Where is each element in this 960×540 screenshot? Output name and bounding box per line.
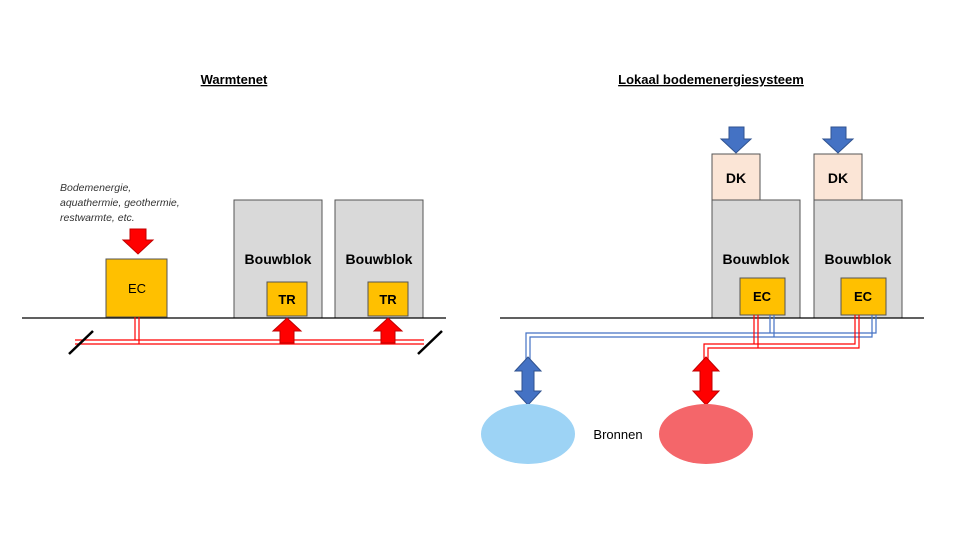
warm-source (659, 404, 753, 464)
building-left-1-label: Bouwblok (245, 251, 312, 267)
warmtenet-title: Warmtenet (201, 72, 268, 87)
ec-box-left (105, 258, 168, 318)
blue-down-arrow-icon (821, 126, 855, 154)
source-note-line-1: Bodemenergie, (60, 182, 131, 194)
building-right-1-label: Bouwblok (723, 251, 790, 267)
tr-box-1-label: TR (278, 292, 296, 307)
warm-pipes (703, 315, 860, 362)
ec-box-right-2-label: EC (854, 289, 873, 304)
pipe-end-right (417, 330, 443, 355)
dk-box-1 (711, 153, 761, 201)
ec-box-right-1-label: EC (753, 289, 772, 304)
red-up-arrow-icon (372, 317, 404, 344)
bodemenergie-title: Lokaal bodemenergiesysteem (618, 72, 804, 87)
dk-box-2-label: DK (828, 170, 848, 186)
pipe-end-left (68, 330, 94, 355)
bodemenergie-panel: Lokaal bodemenergiesysteem DK DK Bouwblo… (481, 72, 924, 464)
ec-box-right-2 (840, 277, 887, 316)
tr-box-1 (266, 281, 308, 317)
tr-box-2-label: TR (379, 292, 397, 307)
building-left-2-label: Bouwblok (346, 251, 413, 267)
ec-box-left-label: EC (128, 281, 146, 296)
heat-network-pipes (75, 317, 424, 345)
blue-down-arrow-icon (719, 126, 753, 154)
blue-double-arrow-icon (513, 356, 543, 406)
sources-label: Bronnen (593, 427, 642, 442)
cold-source (481, 404, 575, 464)
cold-pipes (525, 315, 877, 362)
source-note-line-3: restwarmte, etc. (60, 212, 135, 224)
warmtenet-panel: Warmtenet Bodemenergie, aquathermie, geo… (22, 72, 446, 355)
tr-box-2 (367, 281, 409, 317)
ec-box-right-1 (739, 277, 786, 316)
red-double-arrow-icon (691, 356, 721, 406)
dk-box-1-label: DK (726, 170, 746, 186)
red-up-arrow-icon (271, 317, 303, 344)
dk-box-2 (813, 153, 863, 201)
source-note-line-2: aquathermie, geothermie, (60, 197, 180, 209)
building-right-2-label: Bouwblok (825, 251, 892, 267)
red-down-arrow-icon (121, 228, 155, 255)
